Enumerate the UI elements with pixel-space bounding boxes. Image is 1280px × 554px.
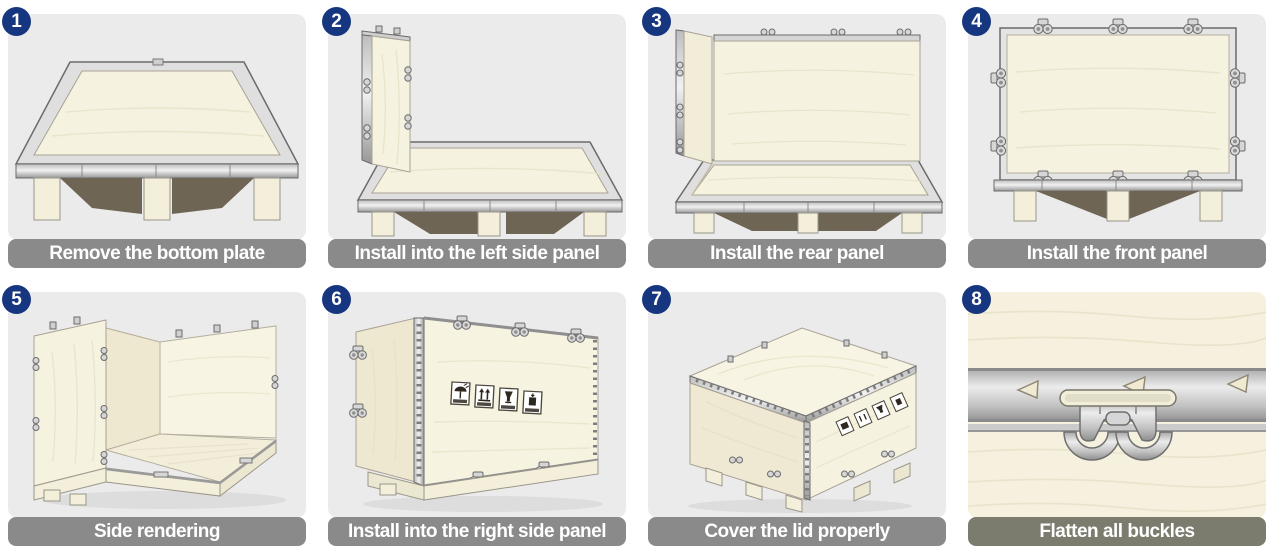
step-number-badge: 7 bbox=[642, 285, 671, 314]
illustration-open-crate-three-sides bbox=[8, 292, 306, 518]
front-panel-drawing bbox=[990, 18, 1246, 222]
step-number-badge: 3 bbox=[642, 7, 671, 36]
step-caption: Cover the lid properly bbox=[648, 517, 946, 546]
step-caption: Install the rear panel bbox=[648, 239, 946, 268]
rear-panel-drawing bbox=[674, 28, 944, 234]
pallet-bottom-plate-drawing bbox=[14, 58, 300, 221]
fragile-icon bbox=[498, 387, 519, 412]
keep-upright-icon bbox=[522, 390, 543, 415]
crate-right-panel-drawing bbox=[349, 315, 603, 512]
illustration-pallet-with-left-and-rear-panels bbox=[648, 14, 946, 240]
open-crate-drawing bbox=[32, 316, 286, 509]
buckle-closeup-drawing bbox=[968, 292, 1266, 518]
step-number-badge: 4 bbox=[962, 7, 991, 36]
left-panel-drawing bbox=[356, 25, 624, 237]
illustration-pallet-with-left-panel bbox=[328, 14, 626, 240]
illustration-buckle-closeup bbox=[968, 292, 1266, 518]
step-caption: Install the front panel bbox=[968, 239, 1266, 268]
step-card-4: 4 bbox=[962, 7, 1266, 268]
step-number-badge: 5 bbox=[2, 285, 31, 314]
step-number-badge: 8 bbox=[962, 285, 991, 314]
step-card-8: 8 bbox=[962, 285, 1266, 546]
band-arrow-cutouts bbox=[1016, 373, 1249, 400]
shipping-marks-small bbox=[835, 392, 909, 437]
closed-crate-drawing bbox=[688, 327, 918, 513]
step-card-1: 1 Remove th bbox=[2, 7, 306, 268]
buckle bbox=[1059, 389, 1177, 461]
this-way-up-icon bbox=[474, 384, 495, 409]
illustration-pallet-bottom-plate bbox=[8, 14, 306, 240]
step-caption: Install into the right side panel bbox=[328, 517, 626, 546]
step-number-badge: 1 bbox=[2, 7, 31, 36]
step-caption: Flatten all buckles bbox=[968, 517, 1266, 546]
illustration-closed-crate-with-lid bbox=[648, 292, 946, 518]
step-card-5: 5 bbox=[2, 285, 306, 546]
step-card-6: 6 bbox=[322, 285, 626, 546]
step-card-2: 2 bbox=[322, 7, 626, 268]
step-number-badge: 2 bbox=[322, 7, 351, 36]
illustration-front-panel-with-buckles bbox=[968, 14, 1266, 240]
keep-dry-icon bbox=[450, 381, 471, 406]
step-caption: Install into the left side panel bbox=[328, 239, 626, 268]
step-card-7: 7 bbox=[642, 285, 946, 546]
step-caption: Remove the bottom plate bbox=[8, 239, 306, 268]
step-caption: Side rendering bbox=[8, 517, 306, 546]
illustration-crate-with-shipping-marks bbox=[328, 292, 626, 518]
step-card-3: 3 bbox=[642, 7, 946, 268]
step-number-badge: 6 bbox=[322, 285, 351, 314]
